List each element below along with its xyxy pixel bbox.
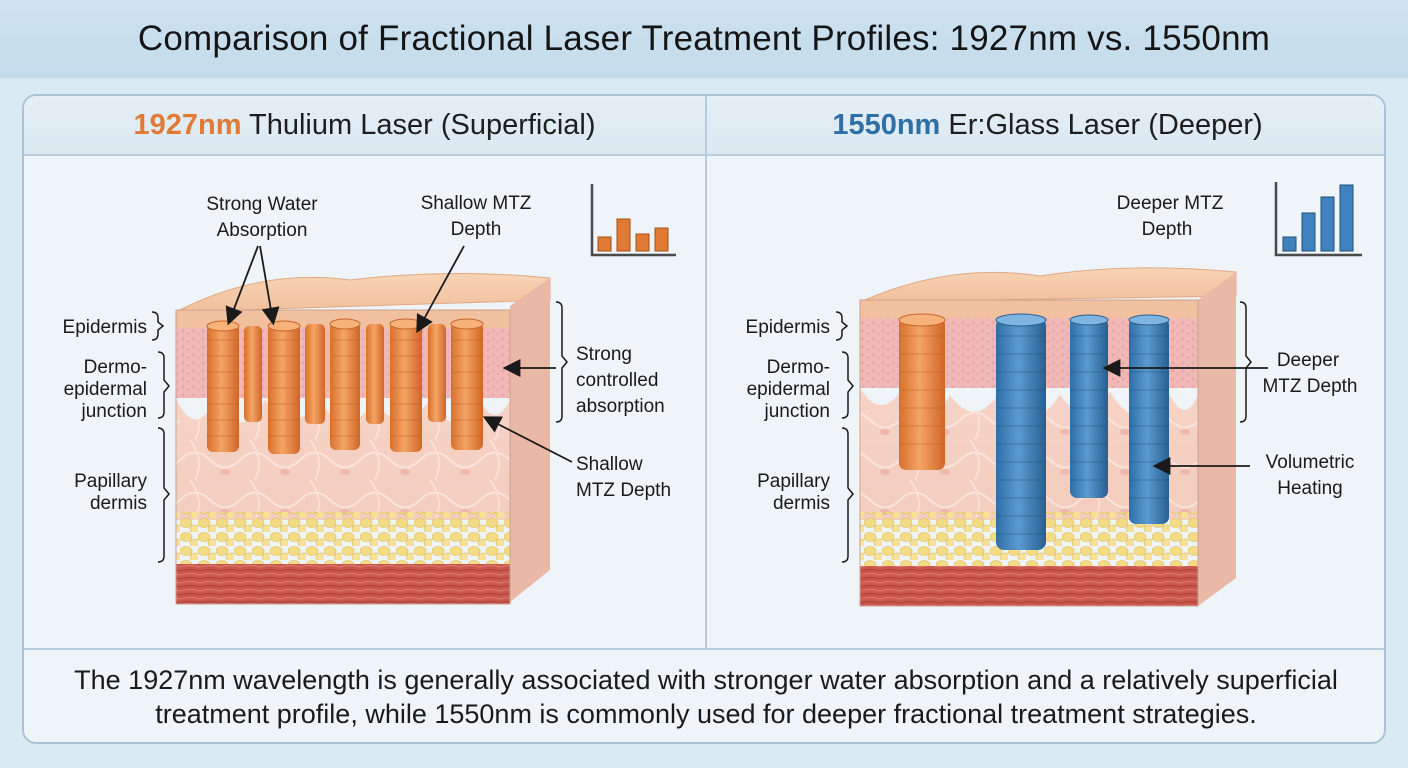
left-label-papillary-2: dermis xyxy=(90,493,147,514)
right-mtz-columns xyxy=(898,313,1170,550)
right-panel-heading: 1550nm Er:Glass Laser (Deeper) xyxy=(707,96,1384,156)
left-label-water-1: Strong Water xyxy=(206,194,318,215)
right-label-dej-2: epidermal xyxy=(747,379,830,400)
right-label-papillary-2: dermis xyxy=(773,493,830,514)
left-wavelength: 1927nm xyxy=(133,108,242,141)
right-label-epidermis: Epidermis xyxy=(746,317,830,338)
left-label-strong-2: controlled xyxy=(576,370,658,391)
left-label-papillary-1: Papillary xyxy=(74,471,147,492)
left-label-strong-3: absorption xyxy=(576,396,665,417)
left-label-shallow-top-2: Depth xyxy=(451,219,502,240)
footer-line-1: The 1927nm wavelength is generally assoc… xyxy=(74,665,1338,695)
left-heading-text: Thulium Laser (Superficial) xyxy=(241,108,596,141)
left-layer-labels: Epidermis Dermo- epidermal junction Papi… xyxy=(63,193,671,563)
left-panel-heading: 1927nm Thulium Laser (Superficial) xyxy=(24,96,705,156)
left-skin-block xyxy=(175,272,551,605)
page-title: Comparison of Fractional Laser Treatment… xyxy=(0,0,1408,78)
right-label-papillary-1: Papillary xyxy=(757,471,830,492)
right-wavelength: 1550nm xyxy=(832,108,941,141)
right-label-deeper-1: Deeper xyxy=(1277,350,1340,371)
right-label-deeper-top-1: Deeper MTZ xyxy=(1117,193,1224,214)
left-label-shallow-bot-1: Shallow xyxy=(576,454,643,475)
footer-line-2: treatment profile, while 1550nm is commo… xyxy=(155,699,1257,729)
left-label-epidermis: Epidermis xyxy=(63,317,147,338)
right-label-deeper-2: MTZ Depth xyxy=(1262,376,1357,397)
right-label-deeper-top-2: Depth xyxy=(1142,219,1193,240)
footer-divider xyxy=(24,648,1384,650)
left-label-shallow-top-1: Shallow MTZ xyxy=(421,193,532,214)
right-layer-labels: Epidermis Dermo- epidermal junction Papi… xyxy=(746,193,1358,563)
right-label-vol-2: Heating xyxy=(1277,478,1343,499)
right-label-dej-3: junction xyxy=(764,401,831,422)
right-label-dej-1: Dermo- xyxy=(767,357,830,378)
right-heading-text: Er:Glass Laser (Deeper) xyxy=(940,108,1263,141)
rising-bar-chart-icon xyxy=(1274,182,1362,257)
right-skin-block xyxy=(859,267,1237,607)
left-label-strong-1: Strong xyxy=(576,344,632,365)
right-label-vol-1: Volumetric xyxy=(1266,452,1355,473)
footer-caption: The 1927nm wavelength is generally assoc… xyxy=(24,650,1384,742)
left-label-dej-2: epidermal xyxy=(64,379,147,400)
left-label-dej-3: junction xyxy=(81,401,148,422)
left-label-dej-1: Dermo- xyxy=(84,357,147,378)
left-mtz-columns xyxy=(206,318,484,454)
small-bar-chart-icon xyxy=(590,184,676,257)
left-label-shallow-bot-2: MTZ Depth xyxy=(576,480,671,501)
panel-divider xyxy=(705,96,707,648)
left-label-water-2: Absorption xyxy=(217,220,308,241)
